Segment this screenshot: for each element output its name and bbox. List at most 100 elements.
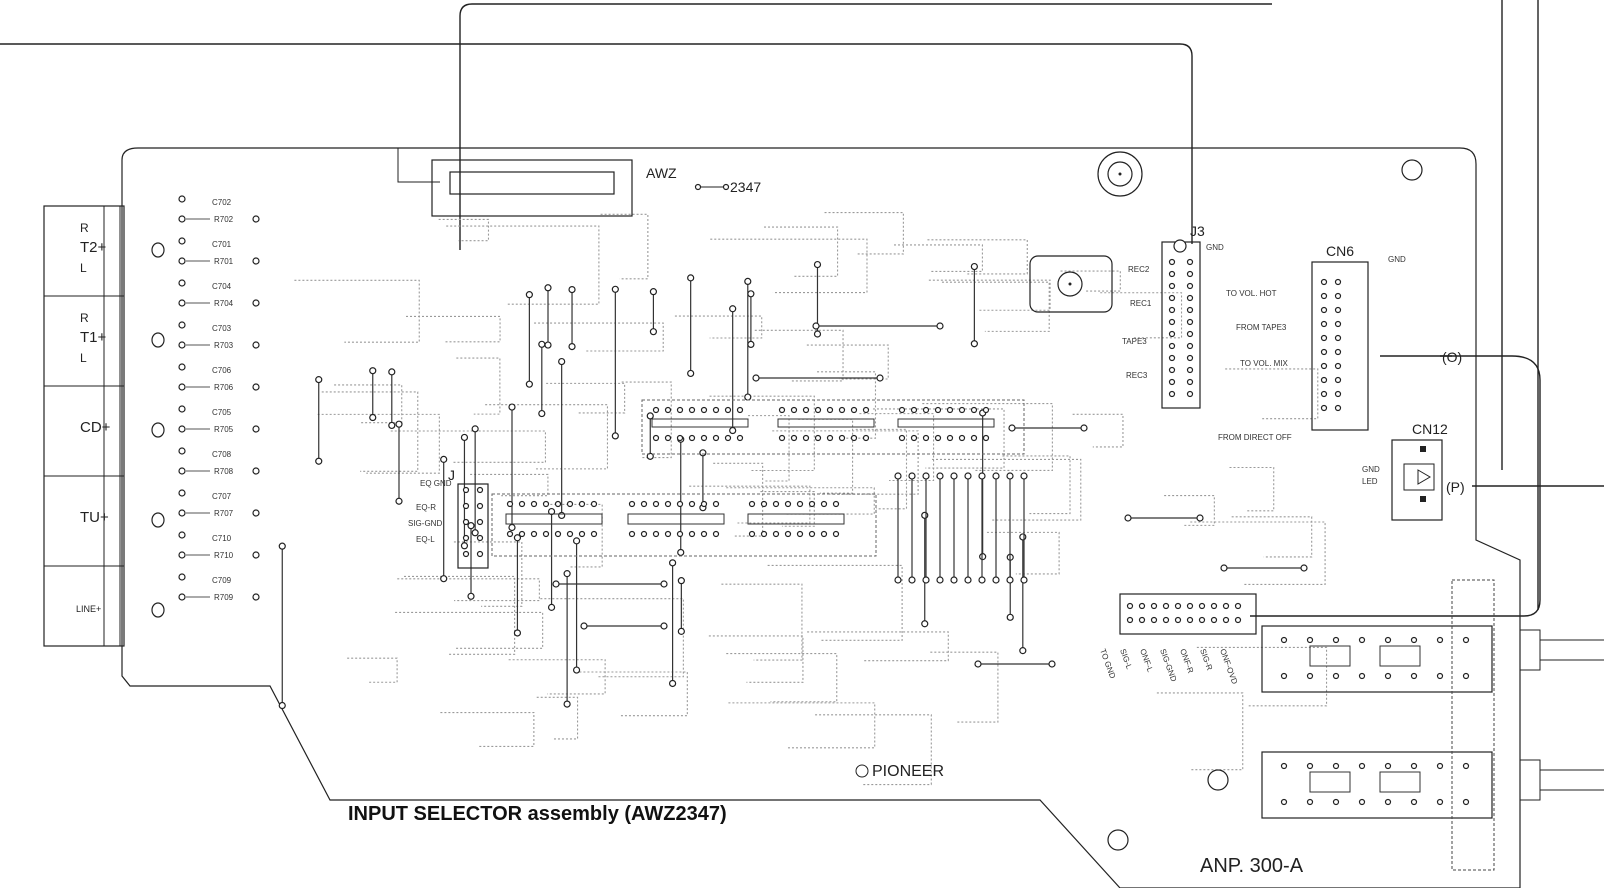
trace bbox=[941, 281, 1050, 332]
trace bbox=[806, 344, 889, 380]
ic-block-lower bbox=[491, 493, 877, 557]
trace bbox=[748, 415, 790, 482]
cn6-pin-to-vol-hot: TO VOL. HOT bbox=[1226, 289, 1277, 298]
capacitor-label: C705 bbox=[212, 408, 232, 417]
trace bbox=[1229, 466, 1275, 512]
p-label: (P) bbox=[1446, 479, 1465, 495]
cn6-connector bbox=[1311, 261, 1369, 431]
input-label-line: LINE+ bbox=[76, 604, 101, 614]
ic-block-upper bbox=[641, 399, 1025, 455]
trace bbox=[546, 382, 626, 414]
trace bbox=[438, 218, 490, 242]
trace bbox=[456, 357, 501, 415]
trace bbox=[1072, 413, 1124, 448]
top-module bbox=[397, 148, 633, 217]
cn6-pin-from-direct-off: FROM DIRECT OFF bbox=[1218, 433, 1292, 442]
trace bbox=[440, 711, 535, 748]
trace bbox=[540, 598, 684, 678]
input-label-tu: TU+ bbox=[80, 509, 109, 526]
trace bbox=[534, 322, 664, 352]
trace bbox=[404, 575, 516, 655]
capacitor-label: C704 bbox=[212, 282, 232, 291]
cn6-pin-from-tape3: FROM TAPE3 bbox=[1236, 323, 1287, 332]
trace bbox=[922, 402, 1053, 472]
brand-logo: PIONEER bbox=[872, 763, 944, 780]
resistor-label: R706 bbox=[214, 383, 234, 392]
capacitor-label: C701 bbox=[212, 240, 232, 249]
board-number: 2347 bbox=[730, 179, 761, 195]
trace bbox=[859, 413, 935, 482]
cn6-label: CN6 bbox=[1326, 243, 1354, 259]
j3-pin-rec2: REC2 bbox=[1128, 265, 1150, 274]
trace bbox=[397, 578, 540, 602]
bottom-connector-pin-label: ONF-R bbox=[1178, 648, 1195, 675]
board-code: AWZ bbox=[646, 165, 677, 181]
trace bbox=[621, 381, 672, 459]
trace bbox=[710, 238, 868, 294]
trace bbox=[600, 213, 649, 280]
capacitor-label: C702 bbox=[212, 198, 232, 207]
board-id: ANP. 300-A bbox=[1200, 855, 1304, 877]
trace bbox=[1002, 455, 1071, 515]
trace bbox=[930, 651, 999, 723]
trace bbox=[446, 225, 600, 305]
trace bbox=[824, 211, 904, 255]
capacitor-label: C703 bbox=[212, 324, 232, 333]
brand-mark-icon bbox=[855, 764, 869, 778]
trace bbox=[536, 696, 579, 740]
j-label: J bbox=[448, 467, 455, 483]
trace bbox=[855, 428, 908, 510]
trace bbox=[347, 657, 398, 683]
j-pin-sig-gnd: SIG-GND bbox=[408, 519, 442, 528]
trace bbox=[815, 714, 932, 786]
resistor-label: R705 bbox=[214, 425, 234, 434]
resistor-label: R704 bbox=[214, 299, 234, 308]
pcb-traces bbox=[278, 211, 1328, 786]
bottom-connector-pin-label: ONF-OVD bbox=[1218, 648, 1239, 686]
trace bbox=[986, 531, 1060, 575]
cn12-pin-gnd: GND bbox=[1362, 465, 1380, 474]
resistor-label: R701 bbox=[214, 257, 234, 266]
j-pin-eq-gnd: EQ GND bbox=[420, 479, 452, 488]
j3-label: J3 bbox=[1190, 223, 1205, 239]
cn6-pin-to-vol-mix: TO VOL. MIX bbox=[1240, 359, 1289, 368]
cn12-label: CN12 bbox=[1412, 421, 1448, 437]
bottom-connector-pin-label: SIG-R bbox=[1198, 648, 1214, 672]
trace bbox=[726, 487, 875, 515]
cn12-pin-led: LED bbox=[1362, 477, 1378, 486]
capacitor-label: C710 bbox=[212, 534, 232, 543]
trace bbox=[807, 631, 949, 662]
j3-pin-rec3: REC3 bbox=[1126, 371, 1148, 380]
trace bbox=[406, 315, 501, 343]
trace bbox=[321, 391, 419, 472]
resistor-label: R707 bbox=[214, 509, 234, 518]
board-number-leader bbox=[694, 183, 730, 191]
trace bbox=[1164, 495, 1215, 526]
trace bbox=[1060, 270, 1121, 292]
bottom-connector bbox=[1119, 593, 1257, 635]
trace bbox=[760, 491, 815, 527]
resistor-label: R710 bbox=[214, 551, 234, 560]
resistor-label: R702 bbox=[214, 215, 234, 224]
trace bbox=[894, 244, 983, 272]
j-pin-eq-l: EQ-L bbox=[416, 535, 435, 544]
trace bbox=[754, 329, 844, 382]
capacitor-label: C707 bbox=[212, 492, 232, 501]
bottom-connector-pin-label: SIG-GND bbox=[1158, 648, 1178, 683]
trace bbox=[1225, 368, 1319, 420]
trace bbox=[575, 671, 688, 717]
input-jack-strip bbox=[43, 205, 165, 647]
assembly-title: INPUT SELECTOR assembly (AWZ2347) bbox=[348, 803, 727, 825]
resistor-label: R709 bbox=[214, 593, 234, 602]
trace bbox=[674, 315, 763, 339]
trace bbox=[767, 564, 903, 641]
trace bbox=[508, 659, 606, 695]
trace bbox=[317, 413, 440, 474]
j3-pin-rec1: REC1 bbox=[1130, 299, 1152, 308]
j3-pin-tape3: TAPE3 bbox=[1122, 337, 1147, 346]
resistor-label: R703 bbox=[214, 341, 234, 350]
